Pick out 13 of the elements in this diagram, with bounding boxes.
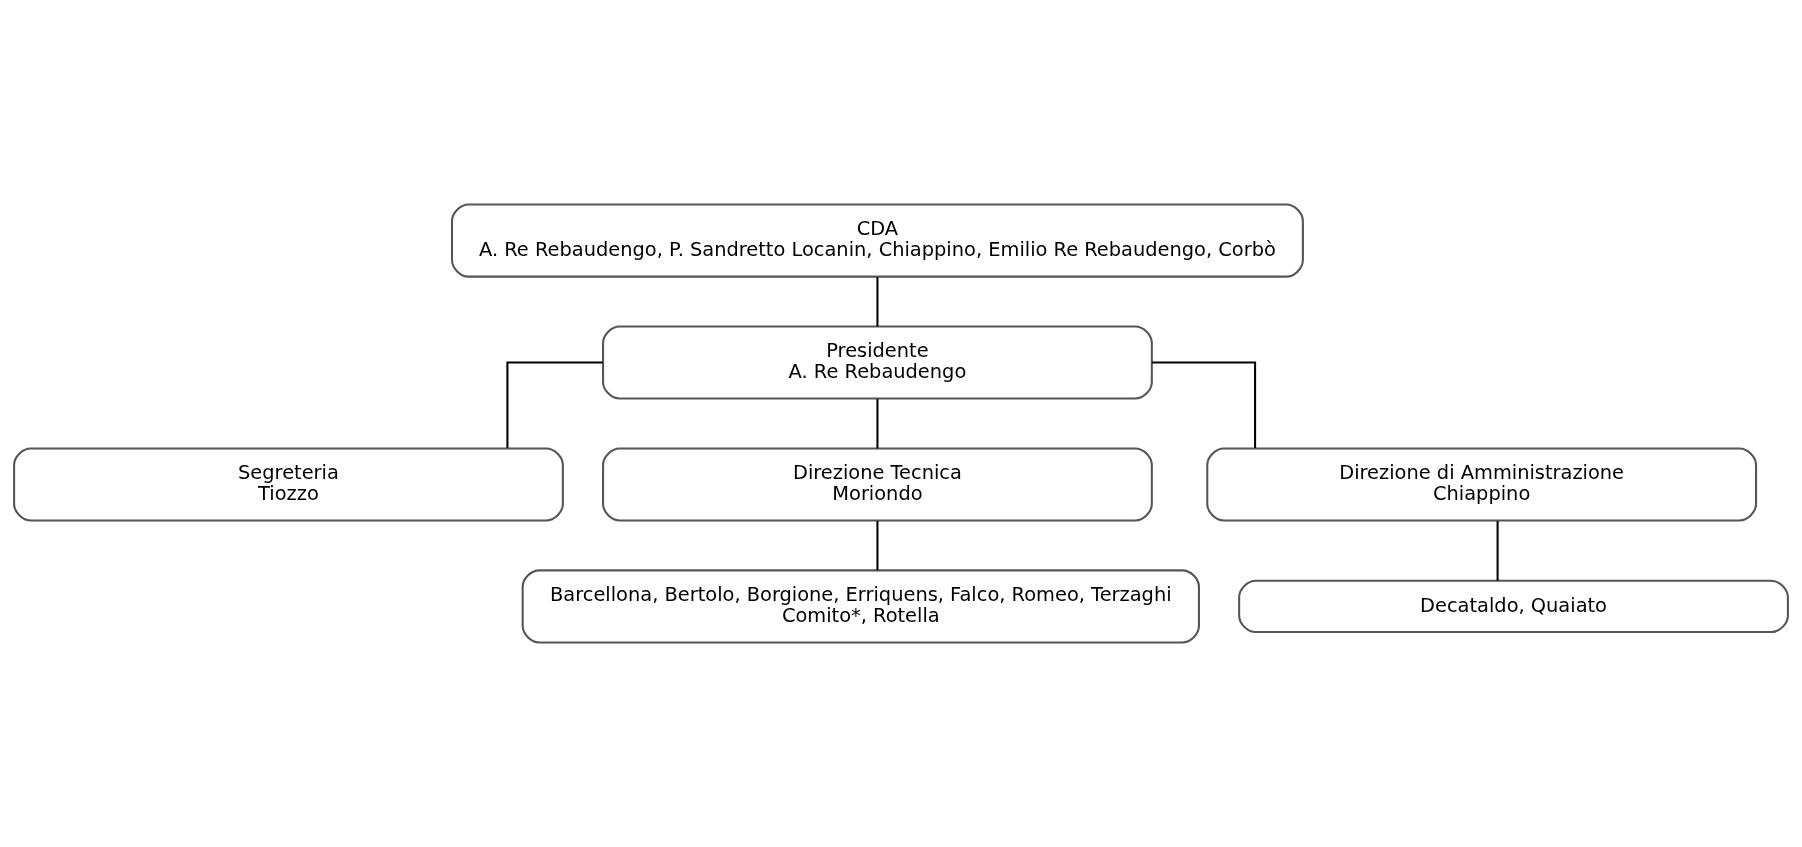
- node-box: Decataldo, Quaiato: [1238, 579, 1789, 634]
- node-box: CDA A. Re Rebaudengo, P. Sandretto Locanin, Chiappino, Emilio Re Rebaudengo, Corbò: [450, 203, 1304, 278]
- connector: [506, 361, 603, 448]
- node-box: Direzione Tecnica Moriondo: [602, 447, 1153, 522]
- node-box: Direzione di Amministrazione Chiappino: [1206, 447, 1758, 522]
- connector: [876, 277, 879, 327]
- node-box: Segreteria Tiozzo: [13, 447, 564, 522]
- connector: [876, 521, 879, 571]
- connector: [876, 399, 879, 449]
- node-box: Barcellona, Bertolo, Borgione, Erriquens, Falco, Romeo, Terzaghi Comito*, Rotella: [521, 569, 1200, 644]
- connector: [1151, 361, 1257, 448]
- node-box: Presidente A. Re Rebaudengo: [602, 325, 1153, 400]
- connector: [1496, 521, 1499, 581]
